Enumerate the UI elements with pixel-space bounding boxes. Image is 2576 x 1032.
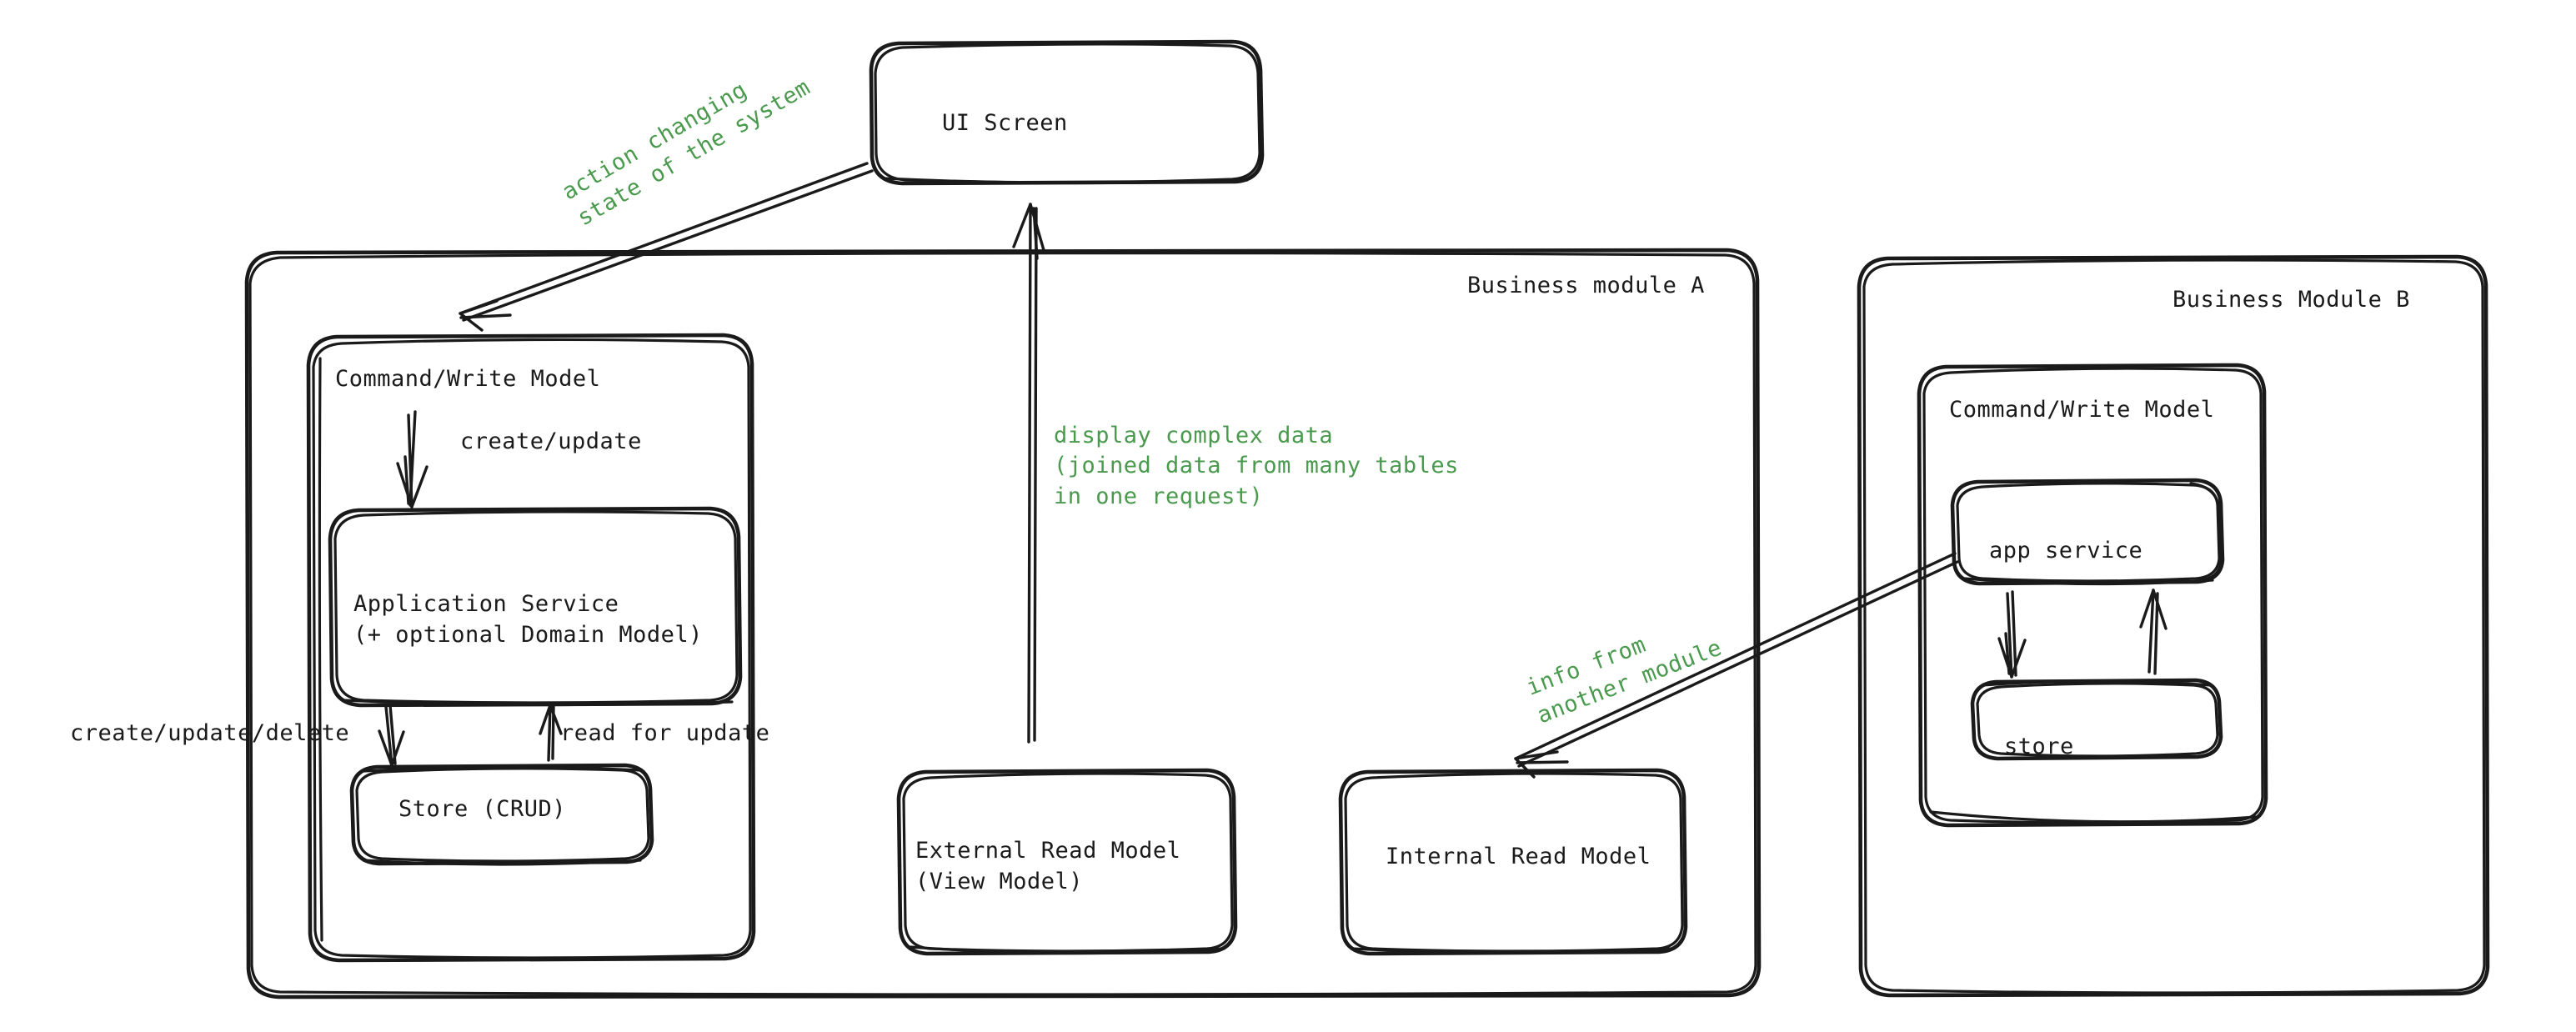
module-a-store-label: Store (CRUD) xyxy=(398,796,567,822)
annotation-display-complex-data-line2: (joined data from many tables xyxy=(1054,453,1459,479)
create-update-label: create/update xyxy=(460,428,642,454)
module-a-application-service-label-line1: Application Service xyxy=(353,591,619,617)
external-read-model-label-line1: External Read Model xyxy=(915,838,1181,864)
external-read-model-label-line2: (View Model) xyxy=(915,869,1084,894)
annotation-info-from-another-module: info from another module xyxy=(1522,605,1727,732)
annotation-display-complex-data-line3: in one request) xyxy=(1054,483,1264,509)
business-module-a-title: Business module A xyxy=(1467,273,1705,298)
annotation-display-complex-data: display complex data (joined data from m… xyxy=(1054,421,1459,512)
module-a-application-service-label-line2: (+ optional Domain Model) xyxy=(353,622,703,648)
module-b-store-label: store xyxy=(2004,734,2074,759)
module-b-app-service-box[interactable] xyxy=(1950,478,2225,586)
annotation-display-complex-data-line1: display complex data xyxy=(1054,423,1334,448)
create-update-delete-label: create/update/delete xyxy=(70,720,350,746)
module-b-command-write-model-box[interactable] xyxy=(1917,363,2268,828)
business-module-b-title: Business Module B xyxy=(2173,287,2410,313)
business-module-b-box[interactable] xyxy=(1857,254,2490,998)
module-b-command-write-model-label: Command/Write Model xyxy=(1949,397,2215,423)
arrow-create-update-delete xyxy=(378,704,405,767)
module-b-app-service-label: app service xyxy=(1989,538,2143,564)
arrow-create-update xyxy=(396,410,428,508)
module-a-command-write-model-label: Command/Write Model xyxy=(335,366,601,392)
arrow-module-b-app-service-to-store xyxy=(1997,590,2027,679)
ui-screen-label: UI Screen xyxy=(942,110,1068,136)
arrow-action-changing-state xyxy=(459,162,874,332)
read-for-update-label: read for update xyxy=(560,720,770,746)
arrow-read-for-update xyxy=(539,704,563,762)
arrow-module-b-store-to-app-service xyxy=(2139,589,2168,675)
annotation-action-changing-state: action changing state of the system xyxy=(557,47,816,233)
arrow-display-complex-data xyxy=(1012,203,1045,744)
internal-read-model-label: Internal Read Model xyxy=(1386,844,1651,869)
